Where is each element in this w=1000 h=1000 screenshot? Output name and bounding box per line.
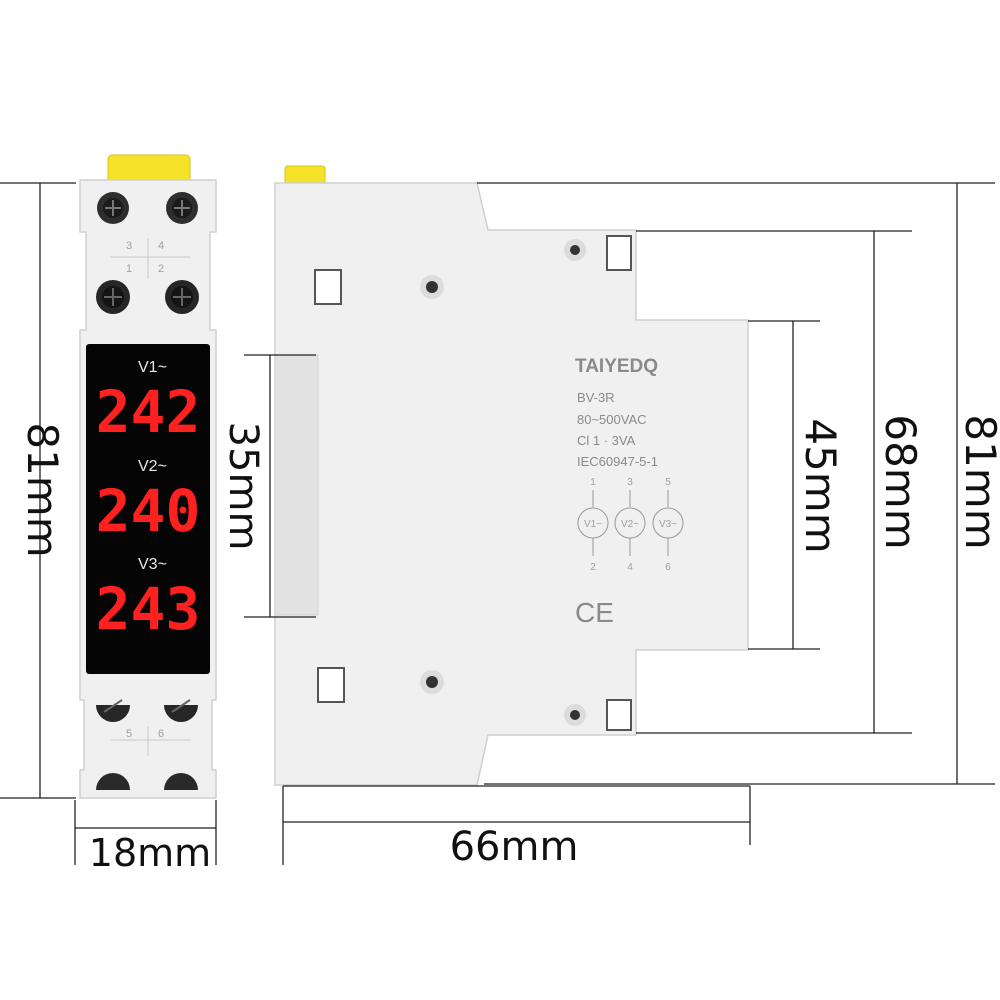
rail-recess <box>274 354 319 616</box>
dimension-lines <box>0 182 995 865</box>
schematic-meter-label: V1~ <box>584 519 602 530</box>
screw-terminal <box>96 699 130 722</box>
dimension-height-left: 81mm <box>18 422 67 557</box>
dimension-inner-height: 45mm <box>796 418 845 553</box>
terminal-label: 3 <box>126 240 132 252</box>
schematic-terminal: 5 <box>665 477 671 488</box>
channel-label-v2: V2~ <box>138 458 167 475</box>
front-view: 3 4 1 2 V1~ 242 V2~ 240 V3~ 243 5 6 <box>79 154 217 799</box>
screw-terminal <box>164 699 198 722</box>
dimension-width-front: 18mm <box>89 831 211 875</box>
screw-hole <box>564 704 586 726</box>
standard-label: IEC60947-5-1 <box>577 454 658 469</box>
dimension-mid-height: 68mm <box>876 414 925 549</box>
schematic-terminal: 1 <box>590 477 596 488</box>
screw-terminal <box>97 192 129 224</box>
terminal-label: 4 <box>158 240 164 252</box>
schematic-terminal: 3 <box>627 477 633 488</box>
terminal-label: 5 <box>126 728 132 740</box>
side-slot <box>606 235 632 271</box>
reading-v3: 243 <box>96 575 201 643</box>
terminal-label: 6 <box>158 728 164 740</box>
reading-v1: 242 <box>96 378 201 446</box>
terminal-grid <box>110 238 190 278</box>
schematic-terminal: 4 <box>627 562 633 573</box>
dimension-width-side: 66mm <box>450 824 579 870</box>
screw-terminal <box>96 773 130 790</box>
display-window <box>86 344 210 674</box>
schematic-meter-label: V3~ <box>659 519 677 530</box>
schematic-channel-3: 5 V3~ 6 <box>652 477 684 573</box>
screw-terminal <box>96 280 130 314</box>
reading-v2: 240 <box>96 477 201 545</box>
screw-terminal <box>166 192 198 224</box>
terminal-label: 1 <box>126 263 132 275</box>
schematic-meter-label: V2~ <box>621 519 639 530</box>
screw-hole <box>420 275 444 299</box>
screw-hole <box>564 239 586 261</box>
schematic-terminal: 2 <box>590 562 596 573</box>
schematic-channel-1: 1 V1~ 2 <box>577 477 609 573</box>
channel-label-v1: V1~ <box>138 359 167 376</box>
side-slot <box>314 269 342 305</box>
schematic: 1 V1~ 2 3 V2~ 4 5 V3~ 6 <box>577 477 684 573</box>
schematic-channel-2: 3 V2~ 4 <box>614 477 646 573</box>
side-slot <box>317 667 345 703</box>
ce-mark: CE <box>575 597 614 628</box>
channel-label-v3: V3~ <box>138 556 167 573</box>
schematic-terminal: 6 <box>665 562 671 573</box>
side-slot <box>606 699 632 731</box>
terminal-grid <box>110 726 190 756</box>
model-label: BV-3R <box>577 390 615 405</box>
screw-hole <box>420 670 444 694</box>
class-label: Cl 1 · 3VA <box>577 433 636 448</box>
screw-terminal <box>165 280 199 314</box>
screw-terminal <box>164 773 198 790</box>
dimension-height-right: 81mm <box>956 414 1000 549</box>
side-view: TAIYEDQ BV-3R 80~500VAC Cl 1 · 3VA IEC60… <box>274 165 749 786</box>
terminal-label: 2 <box>158 263 164 275</box>
dimension-display-window: 35mm <box>220 422 266 551</box>
brand-label: TAIYEDQ <box>575 356 658 377</box>
voltage-label: 80~500VAC <box>577 412 647 427</box>
side-housing <box>274 182 749 786</box>
